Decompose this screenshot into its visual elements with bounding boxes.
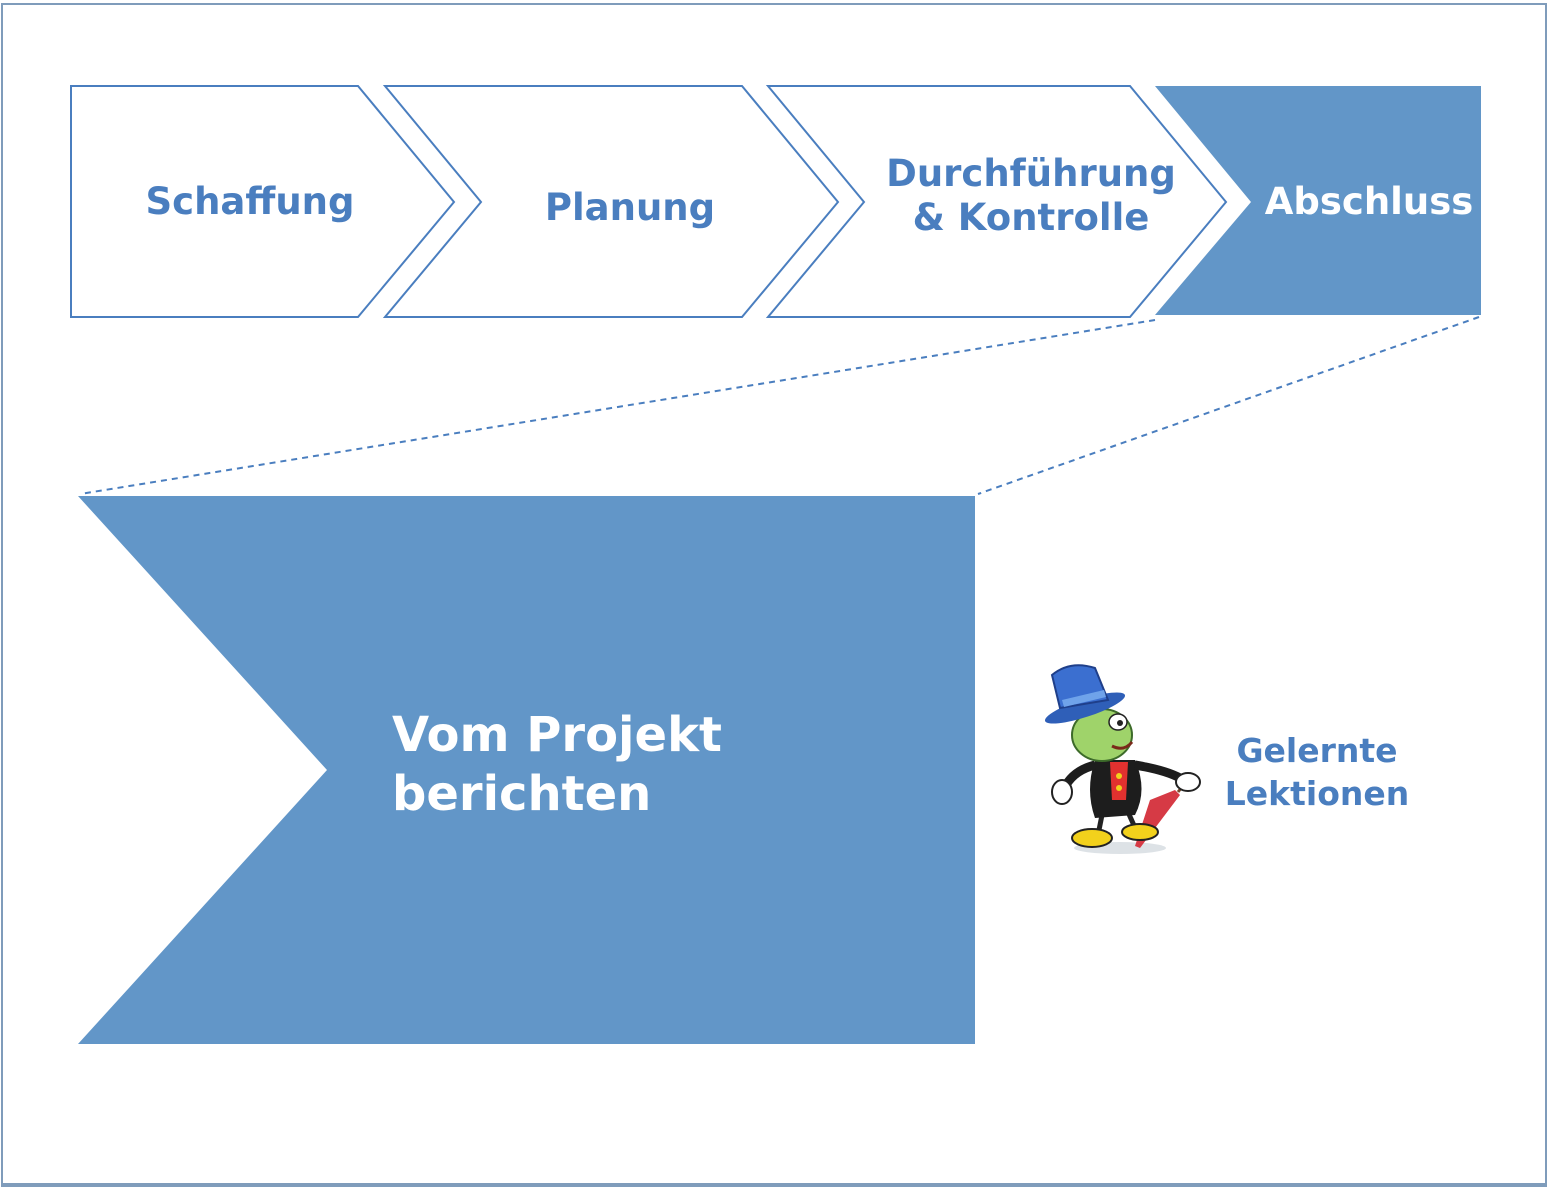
step-shape-durchfuehrung: [765, 85, 1228, 318]
step-shape-abschluss: [1155, 86, 1481, 315]
step-shape-schaffung: [70, 85, 456, 318]
detail-main-label: Vom Projekt berichten: [392, 707, 722, 822]
step-shape-planung: [382, 85, 840, 318]
zoom-line-right: [977, 316, 1480, 495]
jiminy-cricket-illustration: [1044, 664, 1201, 854]
zoom-line-left: [79, 319, 1156, 495]
detail-side-label: Gelernte Lektionen: [1224, 731, 1410, 813]
step-label-planung: Planung: [544, 186, 716, 229]
step-label-schaffung: Schaffung: [145, 180, 355, 223]
step-label-abschluss: Abschluss: [1264, 180, 1474, 223]
slide-frame: [1, 3, 1547, 1187]
detail-shape: [78, 496, 975, 1044]
step-label-durchfuehrung: Durchführung & Kontrolle: [886, 152, 1176, 239]
